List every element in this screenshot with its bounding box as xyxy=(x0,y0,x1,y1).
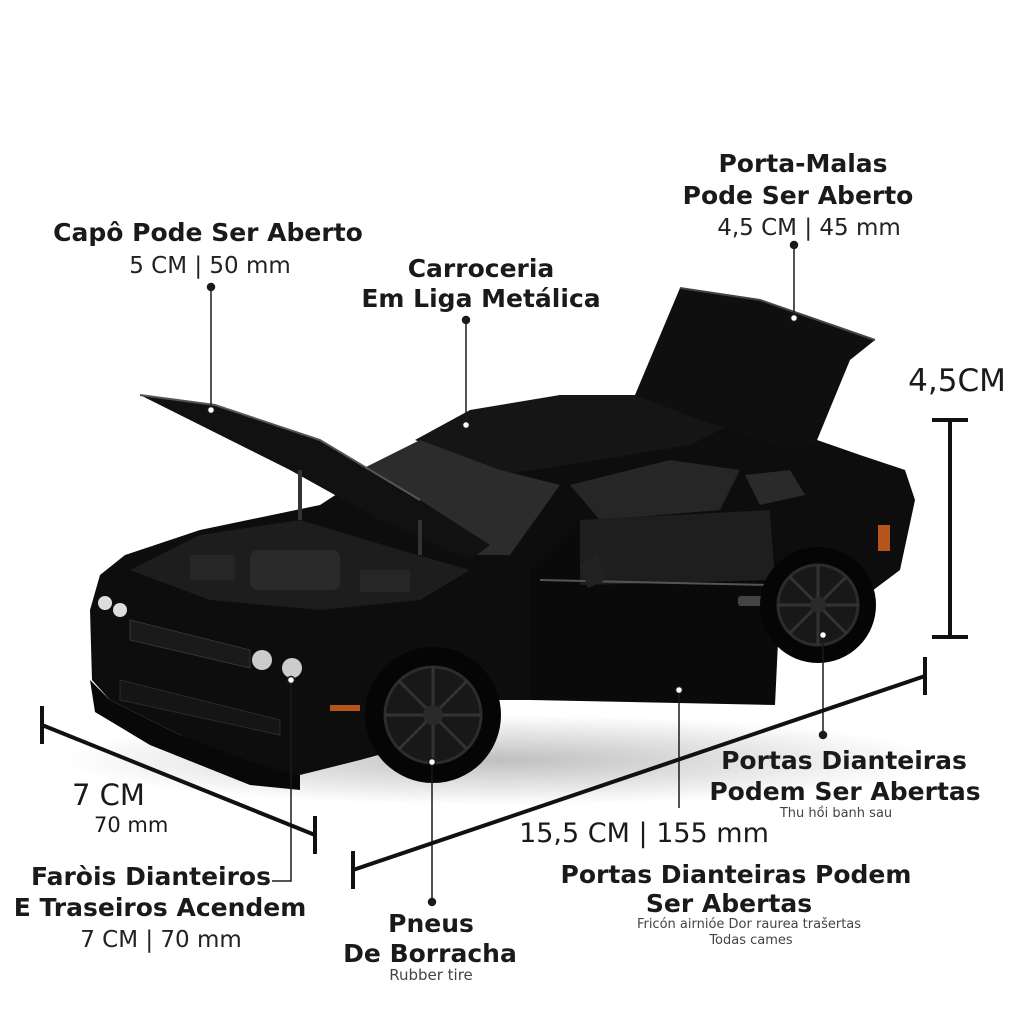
tires-label-line1: Pneus xyxy=(388,909,474,938)
body-label-line1: Carroceria xyxy=(407,254,555,283)
side-mirror xyxy=(580,555,606,588)
width-label-cm: 7 CM xyxy=(72,778,145,812)
trunk-label-dim: 4,5 CM | 45 mm xyxy=(717,215,901,241)
headlight xyxy=(252,650,272,670)
rear-wheel xyxy=(760,547,876,663)
tires-label-sub: Rubber tire xyxy=(389,966,473,984)
trunk-label-line1: Porta-Malas xyxy=(718,149,888,178)
doors-right-label-line1: Portas Dianteiras xyxy=(721,746,967,775)
body-label-line2: Em Liga Metálica xyxy=(361,284,601,313)
lights-label-line1: Faròis Dianteiros xyxy=(31,862,271,891)
dimension-lines xyxy=(40,418,968,889)
windshield xyxy=(360,440,560,555)
doors-bottom-label-sub2: Todas cames xyxy=(709,933,793,948)
hood-label-dim: 5 CM | 50 mm xyxy=(129,253,291,279)
doors-right-label-sub: Thu hồi banh sau xyxy=(779,806,893,821)
width-label-mm: 70 mm xyxy=(94,813,169,837)
front-wheel xyxy=(365,647,501,783)
rear-window xyxy=(745,470,805,505)
headlight xyxy=(282,658,302,678)
headlight xyxy=(98,596,112,610)
open-trunk-lid xyxy=(635,288,875,450)
trunk-label-line2: Pode Ser Aberto xyxy=(682,181,914,210)
headlight xyxy=(113,603,127,617)
open-hood xyxy=(140,395,490,560)
tires-label-line2: De Borracha xyxy=(343,939,517,968)
callout-lines xyxy=(206,240,828,907)
length-label: 15,5 CM | 155 mm xyxy=(519,818,769,849)
height-label: 4,5CM xyxy=(908,363,1006,399)
grille xyxy=(129,619,251,669)
doors-bottom-label-sub1: Fricón airnióe Dor raurea trašertas xyxy=(636,917,862,932)
side-window xyxy=(570,460,740,520)
doors-right-label-line2: Podem Ser Abertas xyxy=(709,777,981,806)
doors-bottom-label-line1: Portas Dianteiras Podem xyxy=(560,860,912,889)
lights-label-dim: 7 CM | 70 mm xyxy=(80,927,242,953)
lights-label-line2: E Traseiros Acendem xyxy=(13,893,307,922)
hood-label-title: Capô Pode Ser Aberto xyxy=(53,218,363,247)
doors-bottom-label-line2: Ser Abertas xyxy=(645,889,813,918)
